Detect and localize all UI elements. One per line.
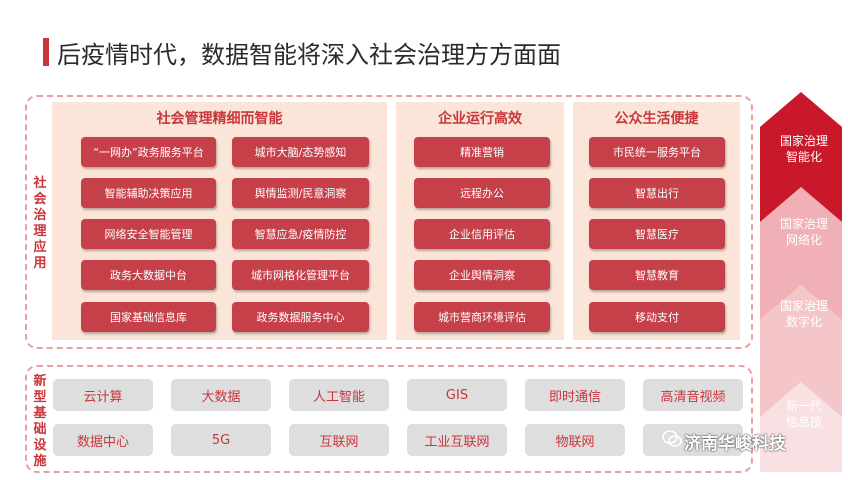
item-smart-healthcare: 智慧医疗: [589, 219, 725, 249]
infra-big-data: 大数据: [171, 379, 271, 411]
item-business-environment: 城市营商环境评估: [414, 302, 550, 332]
infra-5g: 5G: [171, 424, 271, 456]
stage-networked-line2: 网络化: [785, 233, 822, 247]
title-accent-bar: [43, 38, 49, 66]
stage-new-it-line2: 信息技: [785, 415, 822, 429]
item-one-network-service: “一网办”政务服务平台: [81, 137, 216, 167]
item-mobile-payment: 移动支付: [589, 302, 725, 332]
item-network-security: 网络安全智能管理: [81, 219, 216, 249]
item-city-brain: 城市大脑/态势感知: [232, 137, 369, 167]
stage-new-it-line1: 新一代: [785, 399, 822, 413]
progression-arrow: [760, 92, 842, 472]
infra-internet: 互联网: [289, 424, 389, 456]
stage-digital-line1: 国家治理: [779, 299, 828, 313]
item-citizen-service: 市民统一服务平台: [589, 137, 725, 167]
watermark-text: 济南华峻科技: [684, 434, 786, 454]
wechat-icon: [662, 430, 682, 447]
infra-cloud-computing: 云计算: [53, 379, 153, 411]
stage-intelligent-line2: 智能化: [785, 150, 822, 164]
item-precision-marketing: 精准营销: [414, 137, 550, 167]
stage-networked-line1: 国家治理: [779, 217, 828, 231]
infra-iot: 物联网: [525, 424, 625, 456]
infra-industrial-internet: 工业互联网: [407, 424, 507, 456]
stage-intelligent: 国家治理 智能化: [763, 133, 845, 165]
item-decision-support: 智能辅助决策应用: [81, 178, 216, 208]
infra-data-center: 数据中心: [53, 424, 153, 456]
panel-social-title: 社会管理精细而智能: [156, 111, 283, 127]
stage-intelligent-line1: 国家治理: [779, 134, 828, 148]
item-enterprise-opinion: 企业舆情洞察: [414, 260, 550, 290]
item-gov-data-service: 政务数据服务中心: [232, 302, 369, 332]
infrastructure-frame: [25, 365, 753, 473]
stage-networked: 国家治理 网络化: [763, 216, 845, 248]
infra-ai: 人工智能: [289, 379, 389, 411]
item-grid-management: 城市网格化管理平台: [232, 260, 369, 290]
item-smart-travel: 智慧出行: [589, 178, 725, 208]
item-emergency-control: 智慧应急/疫情防控: [232, 219, 369, 249]
item-gov-data-platform: 政务大数据中台: [81, 260, 216, 290]
infra-obscured: [643, 424, 743, 456]
panel-enterprise-title: 企业运行高效: [438, 111, 522, 127]
stage-digital-line2: 数字化: [785, 315, 822, 329]
item-opinion-monitoring: 舆情监测/民意洞察: [232, 178, 369, 208]
social-governance-label: 社会治理应用: [33, 176, 47, 271]
stage-0-shape: [760, 92, 842, 222]
page-title: 后疫情时代，数据智能将深入社会治理方方面面: [57, 41, 561, 69]
item-national-database: 国家基础信息库: [81, 302, 216, 332]
social-governance-frame: [25, 95, 753, 349]
stage-1-shape: [760, 187, 842, 320]
infra-hd-video: 高清音视频: [643, 379, 743, 411]
infra-instant-messaging: 即时通信: [525, 379, 625, 411]
item-credit-evaluation: 企业信用评估: [414, 219, 550, 249]
infra-gis: GIS: [407, 379, 507, 411]
stage-new-it: 新一代 信息技: [763, 398, 845, 430]
item-remote-office: 远程办公: [414, 178, 550, 208]
stage-3-shape: [760, 382, 842, 472]
panel-public-title: 公众生活便捷: [614, 111, 699, 127]
infrastructure-label: 新型基础设施: [33, 374, 47, 469]
stage-digital: 国家治理 数字化: [763, 298, 845, 330]
stage-2-shape: [760, 285, 842, 417]
item-smart-education: 智慧教育: [589, 260, 725, 290]
